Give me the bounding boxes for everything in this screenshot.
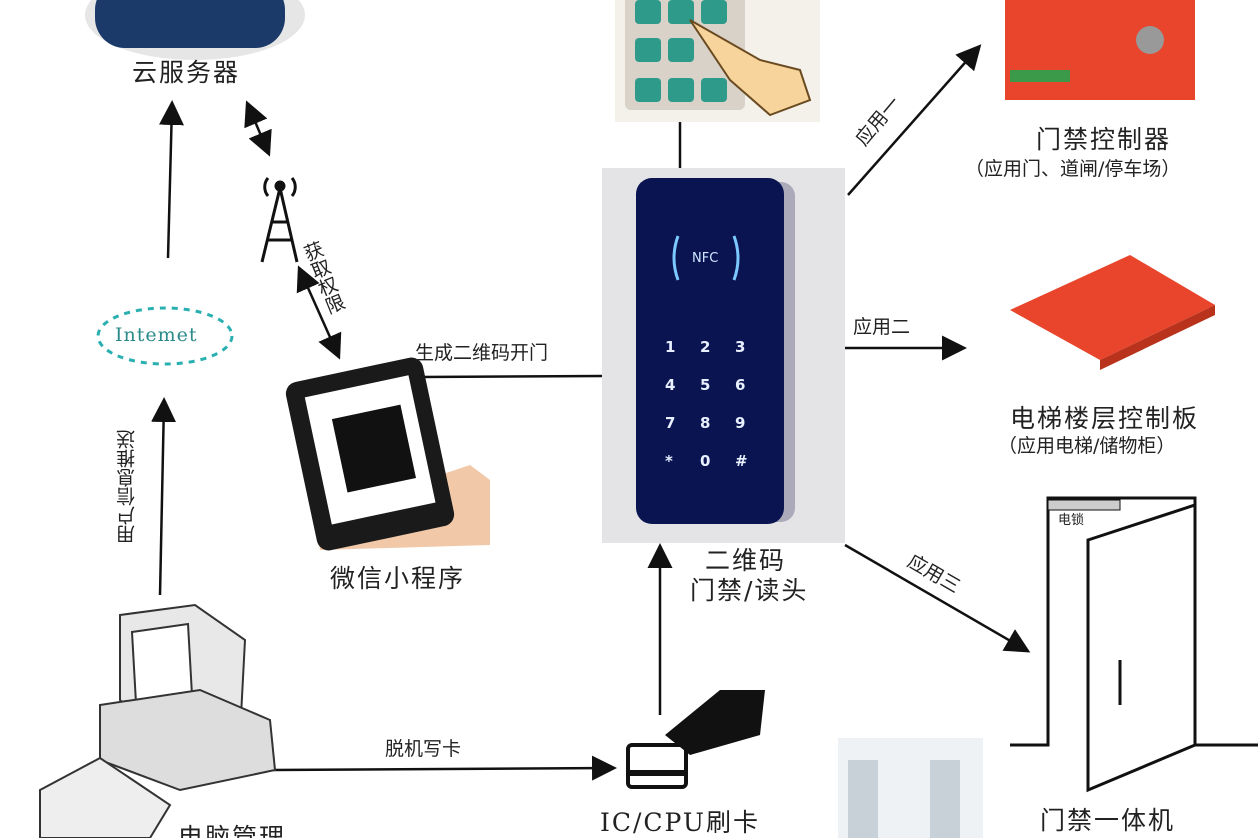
ic-cpu-card-label: IC/CPU刷卡 [600, 808, 761, 837]
access-controller-image [1005, 0, 1195, 100]
card-swipe-icon [626, 690, 765, 789]
access-controller-label: 门禁控制器 [1036, 125, 1172, 154]
wechat-mini-program-label: 微信小程序 [330, 564, 466, 593]
arrow-pc-to-card [271, 755, 617, 781]
phone-qr-image [285, 357, 490, 551]
keypad-key: 5 [700, 376, 711, 394]
keypad-key: 6 [735, 376, 746, 394]
keypad-key: 4 [665, 376, 676, 394]
keypad-key: 9 [735, 414, 746, 432]
reader-label-line2: 门禁/读头 [690, 576, 809, 605]
antenna-icon [260, 177, 299, 263]
arrow-antenna-phone [296, 265, 342, 360]
turnstile-image [838, 738, 983, 838]
keypad-key: 1 [665, 338, 676, 356]
keypad-key: 8 [700, 414, 711, 432]
keypad-key: 0 [700, 452, 711, 470]
door-image [1010, 496, 1258, 793]
arrow-cloud-antenna [244, 100, 272, 157]
electric-lock-label: 电锁 [1058, 513, 1085, 528]
arrow-app3 [844, 543, 1031, 653]
keypad-key: 7 [665, 414, 676, 432]
app2-label: 应用二 [853, 316, 911, 338]
computer-icon [39, 603, 277, 838]
reader-label-line1: 二维码 [705, 546, 787, 575]
elevator-board-note: （应用电梯/储物柜） [998, 435, 1176, 457]
keypad-key: 2 [700, 338, 711, 356]
access-controller-note: （应用门、道闸/停车场） [965, 158, 1181, 180]
keypad-hand-image [615, 0, 820, 122]
offline-write-card-label: 脱机写卡 [385, 738, 462, 760]
elevator-board-image [1010, 255, 1215, 370]
arrow-app1 [847, 44, 982, 196]
internet-bubble [96, 306, 234, 366]
cloud-server-label: 云服务器 [132, 58, 241, 87]
qr-reader-image [602, 168, 845, 543]
keypad-key: 3 [735, 338, 746, 356]
nfc-label: NFC [692, 251, 719, 266]
all-in-one-label: 门禁一体机 [1040, 806, 1176, 835]
generate-qr-open-label: 生成二维码开门 [415, 342, 549, 364]
arrow-internet-to-cloud [158, 100, 184, 259]
arrow-pc-to-internet [151, 397, 177, 596]
computer-management-label: 电脑管理 [178, 823, 287, 838]
line-phone-to-reader [419, 374, 603, 379]
keypad-key: * [665, 452, 673, 470]
keypad-key: # [735, 452, 748, 470]
cloud-server-icon [85, 0, 305, 60]
elevator-board-label: 电梯楼层控制板 [1010, 404, 1200, 433]
user-info-push-label: 用户信息推送 [116, 430, 138, 544]
internet-label: Intemet [115, 324, 198, 346]
